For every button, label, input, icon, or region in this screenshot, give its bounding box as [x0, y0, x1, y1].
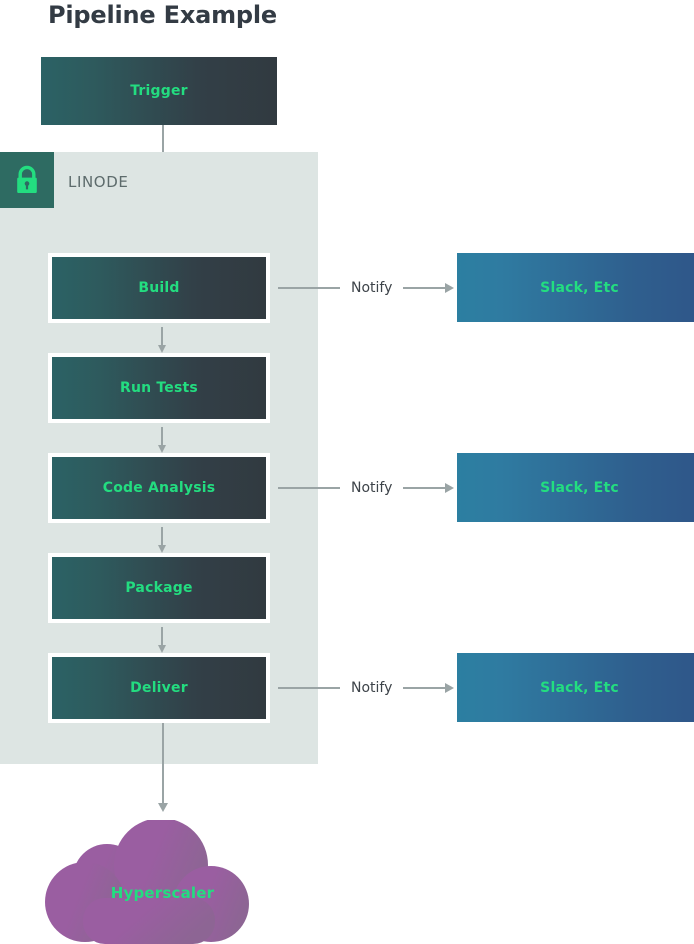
- notify-target-box-3[interactable]: Slack, Etc: [457, 653, 694, 722]
- page-title: Pipeline Example: [48, 1, 278, 29]
- stage-box-code-analysis[interactable]: Code Analysis: [48, 453, 270, 523]
- flow-arrow-run-tests-to-code-analysis: [158, 427, 166, 453]
- flow-arrow-code-analysis-to-package: [158, 527, 166, 553]
- connector-line-right: [403, 287, 446, 289]
- flow-arrow-deliver-to-hyperscaler: [158, 723, 168, 812]
- notify-target-label: Slack, Etc: [540, 479, 619, 496]
- notify-connector-deliver: Notify: [278, 679, 455, 697]
- flow-line: [161, 527, 163, 545]
- stage-box-run-tests[interactable]: Run Tests: [48, 353, 270, 423]
- notify-target-label: Slack, Etc: [540, 679, 619, 696]
- stage-box-deliver[interactable]: Deliver: [48, 653, 270, 723]
- notify-connector-code-analysis: Notify: [278, 479, 455, 497]
- flow-line: [161, 627, 163, 645]
- arrowhead-icon: [445, 483, 455, 493]
- arrowhead-icon: [158, 345, 166, 353]
- connector-line-left: [278, 687, 340, 689]
- lock-badge: [0, 152, 54, 208]
- flow-line: [161, 427, 163, 445]
- stage-box-build[interactable]: Build: [48, 253, 270, 323]
- stage-label: Deliver: [130, 680, 188, 696]
- arrowhead-icon: [158, 803, 168, 812]
- hyperscaler-cloud[interactable]: [45, 820, 280, 944]
- flow-line: [162, 723, 164, 803]
- trigger-label: Trigger: [130, 83, 188, 99]
- arrowhead-icon: [445, 683, 455, 693]
- stage-label: Run Tests: [120, 380, 198, 396]
- notify-label: Notify: [351, 280, 393, 296]
- flow-line: [161, 327, 163, 345]
- notify-connector-build: Notify: [278, 279, 455, 297]
- notify-label: Notify: [351, 480, 393, 496]
- lock-icon: [14, 165, 40, 195]
- linode-label: LINODE: [68, 173, 129, 191]
- arrowhead-icon: [158, 545, 166, 553]
- stage-label: Build: [138, 280, 180, 296]
- stage-box-package[interactable]: Package: [48, 553, 270, 623]
- notify-target-box-2[interactable]: Slack, Etc: [457, 453, 694, 522]
- connector-line-right: [403, 687, 446, 689]
- arrowhead-icon: [445, 283, 455, 293]
- flow-arrow-package-to-deliver: [158, 627, 166, 653]
- notify-target-label: Slack, Etc: [540, 279, 619, 296]
- connector-line-left: [278, 287, 340, 289]
- arrowhead-icon: [158, 445, 166, 453]
- hyperscaler-label: Hyperscaler: [110, 884, 215, 902]
- cloud-shape-icon: [45, 820, 280, 944]
- notify-label: Notify: [351, 680, 393, 696]
- notify-target-box-1[interactable]: Slack, Etc: [457, 253, 694, 322]
- stage-label: Package: [125, 580, 193, 596]
- trigger-box[interactable]: Trigger: [41, 57, 277, 125]
- connector-line-right: [403, 487, 446, 489]
- connector-line-left: [278, 487, 340, 489]
- arrowhead-icon: [158, 645, 166, 653]
- stage-label: Code Analysis: [102, 480, 216, 496]
- flow-arrow-build-to-run-tests: [158, 327, 166, 353]
